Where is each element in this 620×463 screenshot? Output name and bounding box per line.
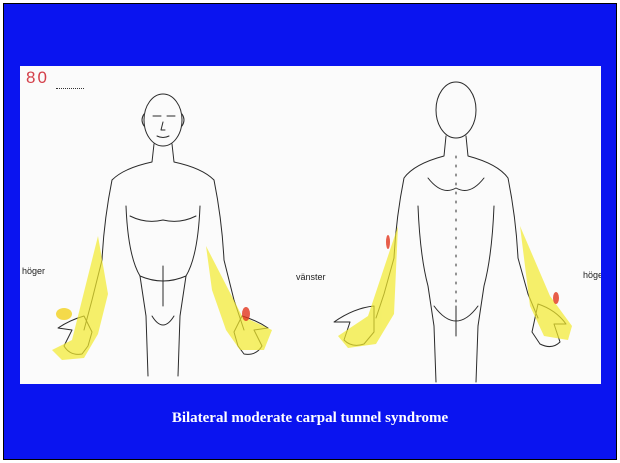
label-hoger-front: höger — [22, 266, 45, 276]
form-number: 80 — [26, 68, 49, 88]
form-number-line — [56, 88, 84, 89]
body-diagram — [20, 66, 601, 384]
slide-caption: Bilateral moderate carpal tunnel syndrom… — [0, 410, 620, 427]
label-vanster: vänster — [296, 272, 326, 282]
body-diagram-scan: 80 höger vänster höge — [20, 66, 601, 384]
label-hoger-back: höge — [583, 270, 601, 280]
